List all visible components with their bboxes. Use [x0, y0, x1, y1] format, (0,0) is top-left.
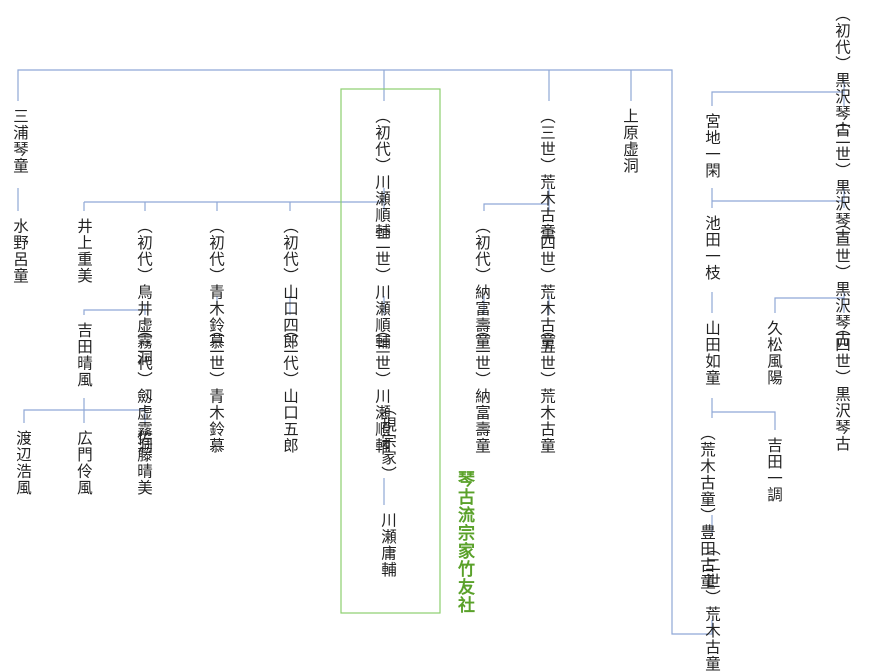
- connector-line: [711, 91, 844, 106]
- connector-line: [712, 411, 776, 430]
- node-aoki-reibo-1: （初代）青木鈴慕: [207, 218, 225, 350]
- node-araki-kodo-3: （三世）荒木古童: [538, 108, 556, 240]
- node-hirokado-reifu: 広門伶風: [75, 430, 93, 496]
- node-inoue-shigemi: 井上重美: [75, 218, 93, 284]
- node-toyoda-kodo: （荒木古童）豊田古童: [698, 425, 716, 590]
- node-yamaguchi-shiro: （初代）山口四郎: [281, 218, 299, 350]
- node-araki-kodo-4: （四世）荒木古童: [538, 218, 556, 350]
- node-mizuno-rodo: 水野呂童: [11, 218, 29, 284]
- node-yamada-jodo: 山田如童: [703, 320, 721, 386]
- node-torii-kyomudo: （初代）鳥井虚霧洞: [135, 218, 153, 367]
- school-frame: [340, 88, 441, 614]
- connector-line: [83, 309, 145, 315]
- node-kawase-junsuke-3: （三世）川瀬順輔: [373, 322, 391, 454]
- connector-line: [774, 297, 844, 313]
- node-kurosawa-kinko-4: （四世）黒沢琴古: [833, 320, 851, 452]
- node-notomi-judo-1: （初代）納富壽童: [473, 218, 491, 350]
- node-yoshida-itcho: 吉田一調: [765, 437, 783, 503]
- node-miyaji-ikkan: 宮地一閑: [703, 113, 721, 179]
- node-hisamatsu-fuyo: 久松風陽: [765, 320, 783, 386]
- connector-line: [84, 409, 146, 423]
- node-kawase-junsuke-1: （初代）川瀬順輔: [373, 108, 391, 240]
- node-watanabe-kofu: 渡辺浩風: [14, 430, 32, 496]
- node-kawase-yosuke: 川瀬庸輔: [379, 512, 397, 578]
- node-aoki-reibo-2: （二世）青木鈴慕: [207, 322, 225, 454]
- node-uehara-kyodo: 上原虚洞: [621, 108, 639, 174]
- node-kawase-current-head: （現宗家）: [379, 400, 397, 483]
- node-miura-kindo: 三浦琴童: [11, 108, 29, 174]
- node-kurosawa-kinko-1: （初代）黒沢琴古: [833, 6, 851, 138]
- connector-line: [483, 203, 549, 211]
- node-araki-kodo-5: （五世）荒木古童: [538, 322, 556, 454]
- node-ken-kyomudo: （二代）劔虚霧洞: [135, 322, 153, 454]
- node-notomi-judo-2: （二世）納富壽童: [473, 322, 491, 454]
- connector-lines: [17, 69, 845, 635]
- school-title: 琴古流宗家竹友社: [454, 470, 474, 614]
- node-yoshida-seifu: 吉田晴風: [75, 322, 93, 388]
- node-yamaguchi-goro: （二代）山口五郎: [281, 322, 299, 454]
- connector-line: [23, 409, 84, 423]
- node-sato-seibi: 佐藤晴美: [135, 430, 153, 496]
- connector-line: [17, 69, 713, 635]
- lineage-diagram: （初代）黒沢琴古 （二世）黒沢琴古 （三世）黒沢琴古 （四世）黒沢琴古 宮地一閑…: [11, 6, 851, 672]
- node-kurosawa-kinko-3: （三世）黒沢琴古: [833, 215, 851, 347]
- node-kawase-junsuke-2: （二世）川瀬順輔: [373, 218, 391, 350]
- node-araki-kodo-2: （二世）荒木古童: [703, 540, 721, 672]
- node-ikeda-isshi: 池田一枝: [703, 215, 721, 281]
- node-kurosawa-kinko-2: （二世）黒沢琴古: [833, 113, 851, 245]
